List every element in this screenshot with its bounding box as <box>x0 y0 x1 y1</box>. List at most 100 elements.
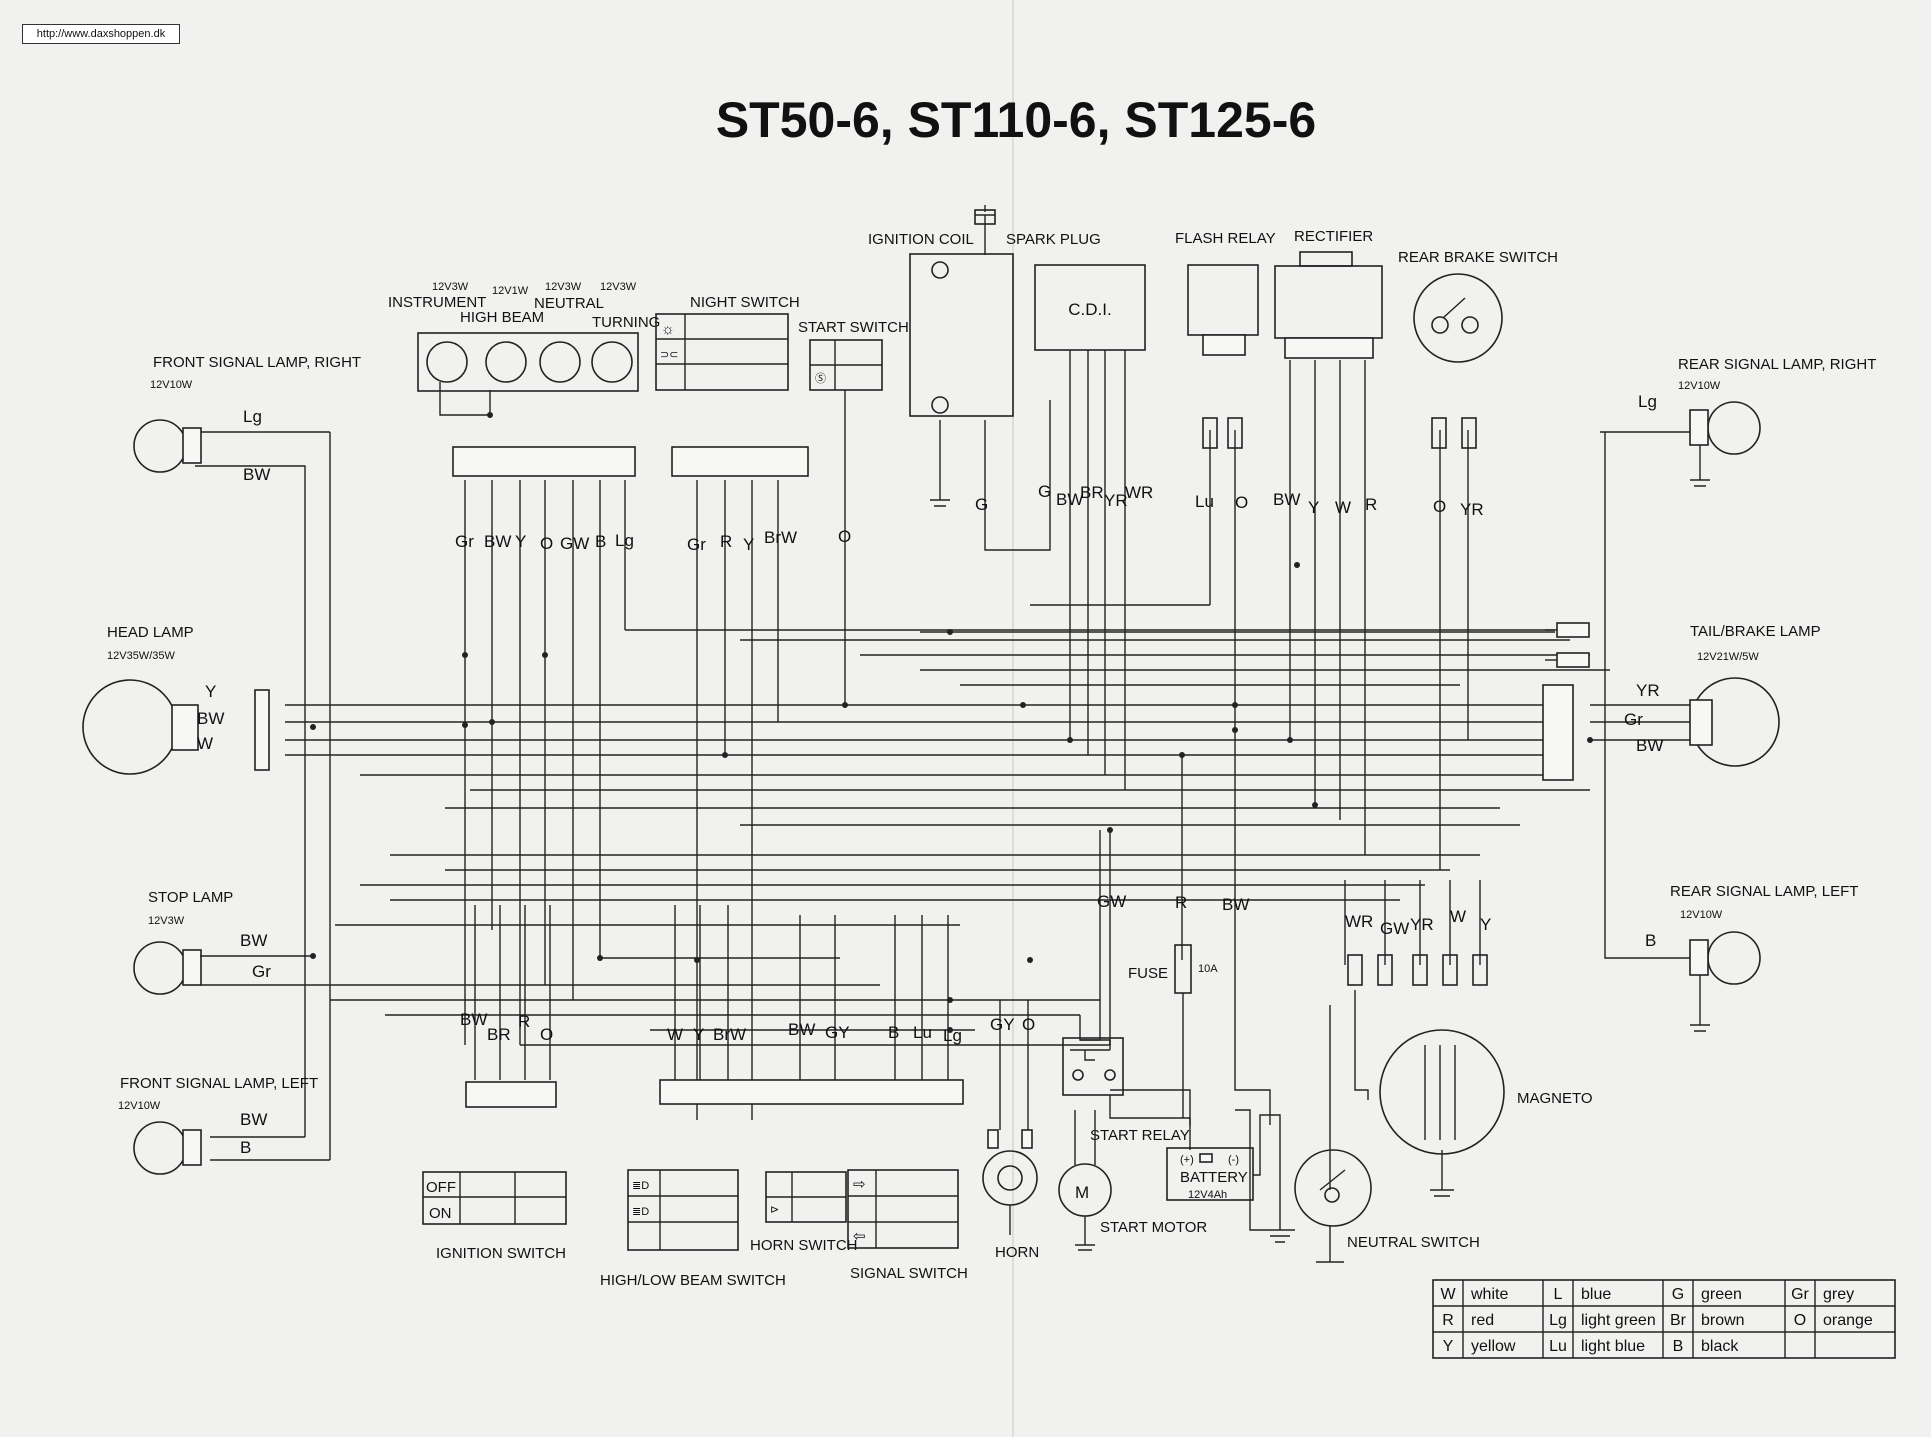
rear-signal-left-rating: 12V10W <box>1680 909 1723 921</box>
svg-text:B: B <box>888 1023 899 1042</box>
rectifier-label: RECTIFIER <box>1294 228 1373 245</box>
svg-text:O: O <box>540 534 553 553</box>
svg-text:GY: GY <box>990 1015 1015 1034</box>
svg-text:Gr: Gr <box>687 535 706 554</box>
horn: GY O HORN <box>982 1015 1039 1261</box>
battery-rating: 12V4Ah <box>1188 1189 1227 1201</box>
svg-text:12V3W: 12V3W <box>545 281 582 293</box>
tail-brake-lamp: TAIL/BRAKE LAMP 12V21W/5W YR Gr BW <box>1624 623 1821 767</box>
svg-text:W: W <box>1450 907 1466 926</box>
svg-text:Y: Y <box>743 535 754 554</box>
svg-text:12V3W: 12V3W <box>600 281 637 293</box>
svg-text:BW: BW <box>788 1020 815 1039</box>
diagram-title: ST50-6, ST110-6, ST125-6 <box>716 92 1316 148</box>
svg-text:YR: YR <box>1410 915 1434 934</box>
svg-text:O: O <box>1433 497 1446 516</box>
magneto-label: MAGNETO <box>1517 1090 1593 1107</box>
svg-text:WR: WR <box>1345 912 1373 931</box>
svg-text:12V1W: 12V1W <box>492 285 529 297</box>
legend-color-name: red <box>1471 1312 1494 1329</box>
night-switch: NIGHT SWITCH ☼ ⊃⊂ Gr R Y BrW <box>655 294 809 554</box>
neutral-switch-label: NEUTRAL SWITCH <box>1347 1234 1480 1251</box>
sun-icon: ☼ <box>661 321 675 338</box>
svg-text:R: R <box>720 532 732 551</box>
spark-plug: SPARK PLUG <box>974 205 1101 255</box>
flash-relay: FLASH RELAY Lu O <box>1175 230 1276 512</box>
svg-text:(+): (+) <box>1180 1154 1194 1166</box>
stop-lamp: STOP LAMP 12V3W BW Gr <box>133 889 313 995</box>
low-beam-icon: ≣D <box>632 1206 649 1218</box>
svg-text:W: W <box>1335 498 1351 517</box>
svg-text:BrW: BrW <box>764 528 797 547</box>
legend-code: G <box>1672 1286 1684 1303</box>
svg-text:R: R <box>1175 893 1187 912</box>
svg-text:Lu: Lu <box>1195 492 1214 511</box>
fuse-label: FUSE <box>1128 965 1168 982</box>
turning-label: TURNING <box>592 314 660 331</box>
svg-text:GW: GW <box>1380 919 1409 938</box>
svg-text:BR: BR <box>1080 483 1104 502</box>
ignition-switch-label: IGNITION SWITCH <box>436 1245 566 1262</box>
tail-brake-lamp-rating: 12V21W/5W <box>1697 651 1759 663</box>
svg-text:B: B <box>1645 931 1656 950</box>
legend-color-name: white <box>1470 1286 1508 1303</box>
cdi-unit: C.D.I. G BW BR YR WR <box>1034 264 1153 510</box>
rear-connectors <box>1542 622 1590 781</box>
front-signal-lamp-left: FRONT SIGNAL LAMP, LEFT 12V10W BW B <box>118 1075 318 1175</box>
svg-text:BW: BW <box>243 465 270 484</box>
svg-text:12V3W: 12V3W <box>432 281 469 293</box>
legend-color-name: grey <box>1823 1286 1854 1303</box>
svg-text:Y: Y <box>515 532 526 551</box>
rear-signal-left-label: REAR SIGNAL LAMP, LEFT <box>1670 883 1858 900</box>
front-signal-lamp-right: FRONT SIGNAL LAMP, RIGHT 12V10W Lg BW <box>133 354 361 484</box>
horn-switch-label: HORN SWITCH <box>750 1237 858 1254</box>
stop-lamp-rating: 12V3W <box>148 915 185 927</box>
magneto: WR GW YR W Y MAGNETO <box>1345 907 1593 1197</box>
legend-color-name: light blue <box>1581 1338 1645 1355</box>
svg-text:BrW: BrW <box>713 1025 746 1044</box>
horn-switch-icon: ⊳ <box>770 1204 779 1216</box>
svg-text:Lg: Lg <box>943 1026 962 1045</box>
svg-text:B: B <box>240 1138 251 1157</box>
signal-switch: ⇨ ⇦ SIGNAL SWITCH <box>847 1169 968 1282</box>
svg-text:BW: BW <box>1222 895 1249 914</box>
night-switch-label: NIGHT SWITCH <box>690 294 800 311</box>
start-motor-label: START MOTOR <box>1100 1219 1207 1236</box>
svg-text:GW: GW <box>560 534 589 553</box>
high-beam-label: HIGH BEAM <box>460 309 544 326</box>
svg-text:O: O <box>1235 493 1248 512</box>
legend-frame <box>1432 1279 1896 1359</box>
handlebar-connector: W Y BrW BW GY B Lu Lg <box>659 1020 964 1105</box>
rectifier: RECTIFIER BW Y W R <box>1273 228 1383 517</box>
svg-text:O: O <box>1022 1015 1035 1034</box>
svg-text:Y: Y <box>693 1025 704 1044</box>
svg-text:BW: BW <box>240 931 267 950</box>
legend-color-name: black <box>1701 1338 1739 1355</box>
svg-text:BW: BW <box>240 1110 267 1129</box>
svg-text:Y: Y <box>1480 915 1491 934</box>
ignition-switch: BW BR R O OFF ON IGNITION SWITCH <box>422 1010 567 1262</box>
svg-text:W: W <box>197 734 213 753</box>
svg-text:Gr: Gr <box>1624 710 1643 729</box>
start-switch: START SWITCH Ⓢ O <box>798 319 909 546</box>
head-lamp-rating: 12V35W/35W <box>107 650 175 662</box>
front-signal-right-rating: 12V10W <box>150 379 193 391</box>
legend-code: Lu <box>1549 1338 1567 1355</box>
svg-text:Y: Y <box>205 682 216 701</box>
legend-code: L <box>1554 1286 1563 1303</box>
rear-signal-right-rating: 12V10W <box>1678 380 1721 392</box>
svg-text:Lg: Lg <box>243 407 262 426</box>
svg-text:R: R <box>1365 495 1377 514</box>
instrument-label: INSTRUMENT <box>388 294 486 311</box>
svg-text:Lg: Lg <box>615 531 634 550</box>
svg-text:R: R <box>518 1012 530 1031</box>
svg-text:BW: BW <box>484 532 511 551</box>
svg-text:BW: BW <box>1636 736 1663 755</box>
source-url: http://www.daxshoppen.dk <box>22 24 180 44</box>
horn-label: HORN <box>995 1244 1039 1261</box>
svg-text:G: G <box>1038 482 1051 501</box>
svg-text:GY: GY <box>825 1023 850 1042</box>
legend-color-name: green <box>1701 1286 1742 1303</box>
